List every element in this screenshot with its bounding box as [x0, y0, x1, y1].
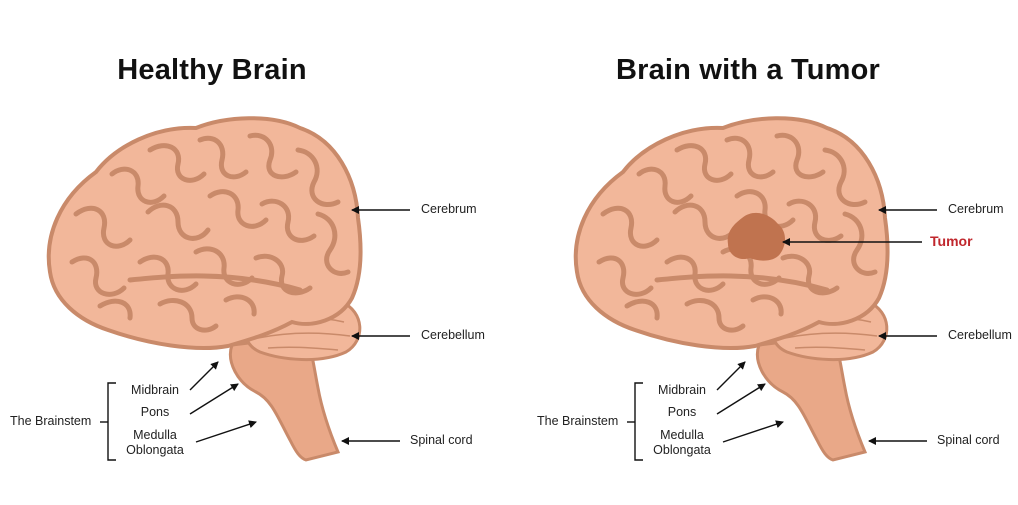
medulla-arrow-right	[722, 420, 784, 443]
oblongata-label: Oblongata	[126, 443, 184, 457]
medulla-label: Medulla	[133, 428, 177, 442]
brainstem-label-right: The Brainstem	[537, 414, 619, 428]
brainstem-bracket-right	[634, 382, 643, 461]
tumor-mass	[727, 212, 785, 261]
cerebrum-label: Cerebrum	[421, 202, 477, 216]
tumor-label: Tumor	[930, 233, 973, 249]
cerebellum-label-right: Cerebellum	[948, 328, 1012, 342]
midbrain-arrow	[189, 361, 219, 391]
spinal-cord-label-right: Spinal cord	[937, 433, 1000, 447]
midbrain-arrow-right	[716, 361, 746, 391]
spinal-cord-label: Spinal cord	[410, 433, 473, 447]
healthy-leader-lines	[100, 206, 410, 461]
medulla-arrow	[195, 420, 257, 443]
pons-label: Pons	[140, 405, 170, 419]
brainstem-bracket	[107, 382, 116, 461]
cerebellum-label: Cerebellum	[421, 328, 485, 342]
pons-label-right: Pons	[667, 405, 697, 419]
healthy-brain-title: Healthy Brain	[117, 54, 307, 86]
tumor-brain-title: Brain with a Tumor	[615, 54, 881, 86]
tumor-brain-illustration	[576, 118, 888, 460]
healthy-brain-illustration	[49, 118, 361, 460]
midbrain-label-right: Midbrain	[658, 383, 706, 397]
tumor-leader-lines	[627, 206, 937, 461]
cerebrum-label-right: Cerebrum	[948, 202, 1004, 216]
pons-arrow	[189, 383, 239, 415]
oblongata-label-right: Oblongata	[653, 443, 711, 457]
pons-arrow-right	[716, 383, 766, 415]
medulla-label-right: Medulla	[660, 428, 704, 442]
brainstem-label: The Brainstem	[10, 414, 92, 428]
midbrain-label: Midbrain	[131, 383, 179, 397]
